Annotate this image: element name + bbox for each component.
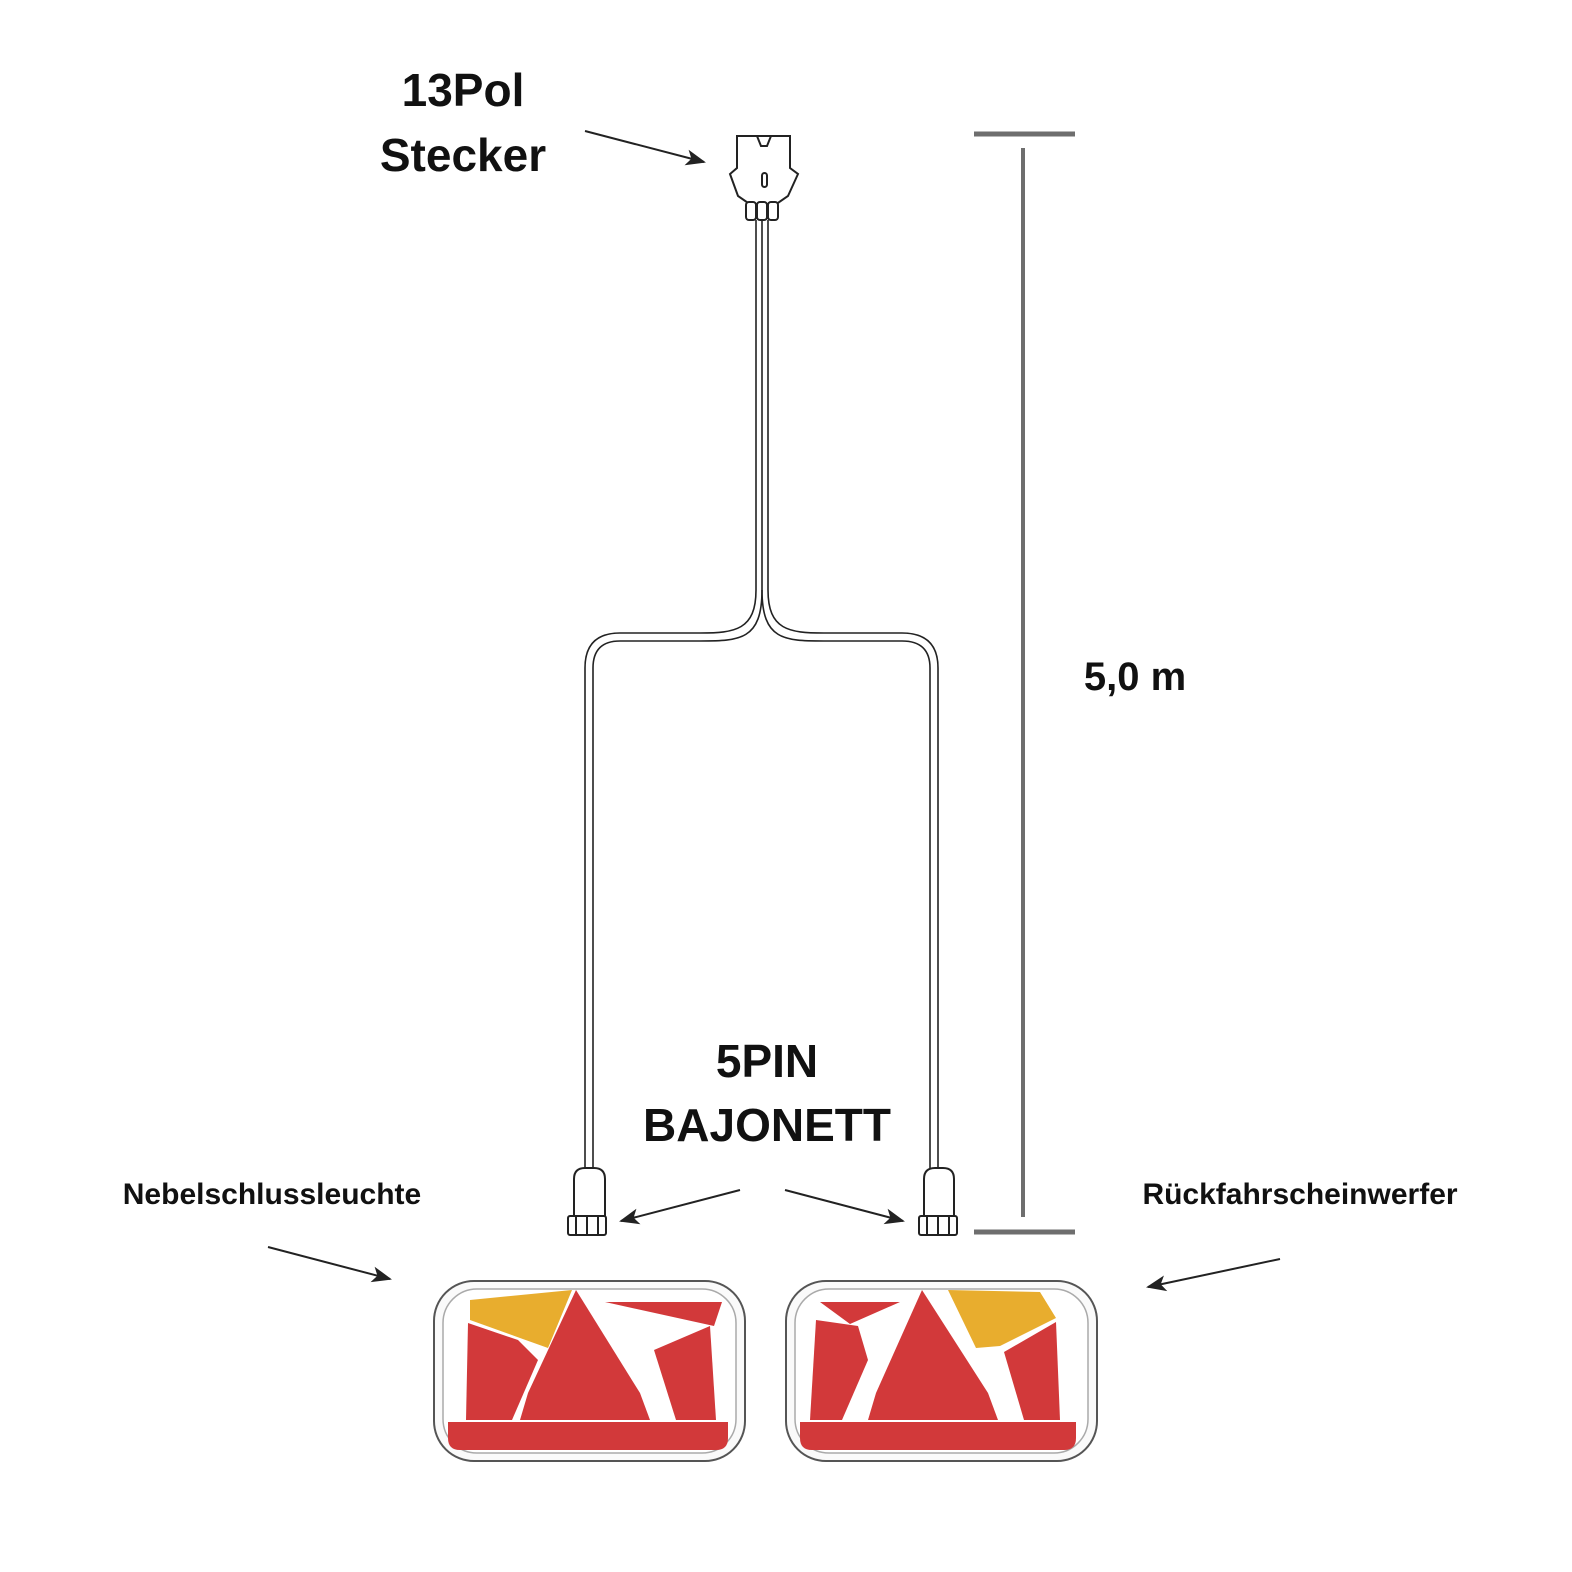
right-connector-arrow xyxy=(784,1189,905,1225)
plug-arrow xyxy=(584,130,706,166)
plug-label-line2: Stecker xyxy=(380,129,546,181)
right-lamp-arrow xyxy=(1146,1258,1281,1292)
right-tail-lamp-icon xyxy=(785,1280,1098,1462)
length-label: 5,0 m xyxy=(1084,655,1186,699)
length-dimension-line xyxy=(974,131,1075,1235)
left-tail-lamp-icon xyxy=(433,1280,746,1462)
left-lamp-arrow xyxy=(267,1246,392,1283)
left-connector-arrow xyxy=(619,1189,741,1225)
right-bayonet-connector-icon xyxy=(918,1167,958,1236)
left-bayonet-connector-icon xyxy=(567,1167,607,1236)
connector-label-line1: 5PIN xyxy=(716,1035,818,1087)
cable-harness xyxy=(584,220,939,1168)
right-lamp-label: Rückfahrscheinwerfer xyxy=(1142,1178,1457,1211)
connector-label-line2: BAJONETT xyxy=(643,1099,891,1151)
left-lamp-label: Nebelschlussleuchte xyxy=(123,1178,421,1211)
plug-label-line1: 13Pol xyxy=(402,64,525,116)
plug-13pin-icon xyxy=(728,135,800,221)
